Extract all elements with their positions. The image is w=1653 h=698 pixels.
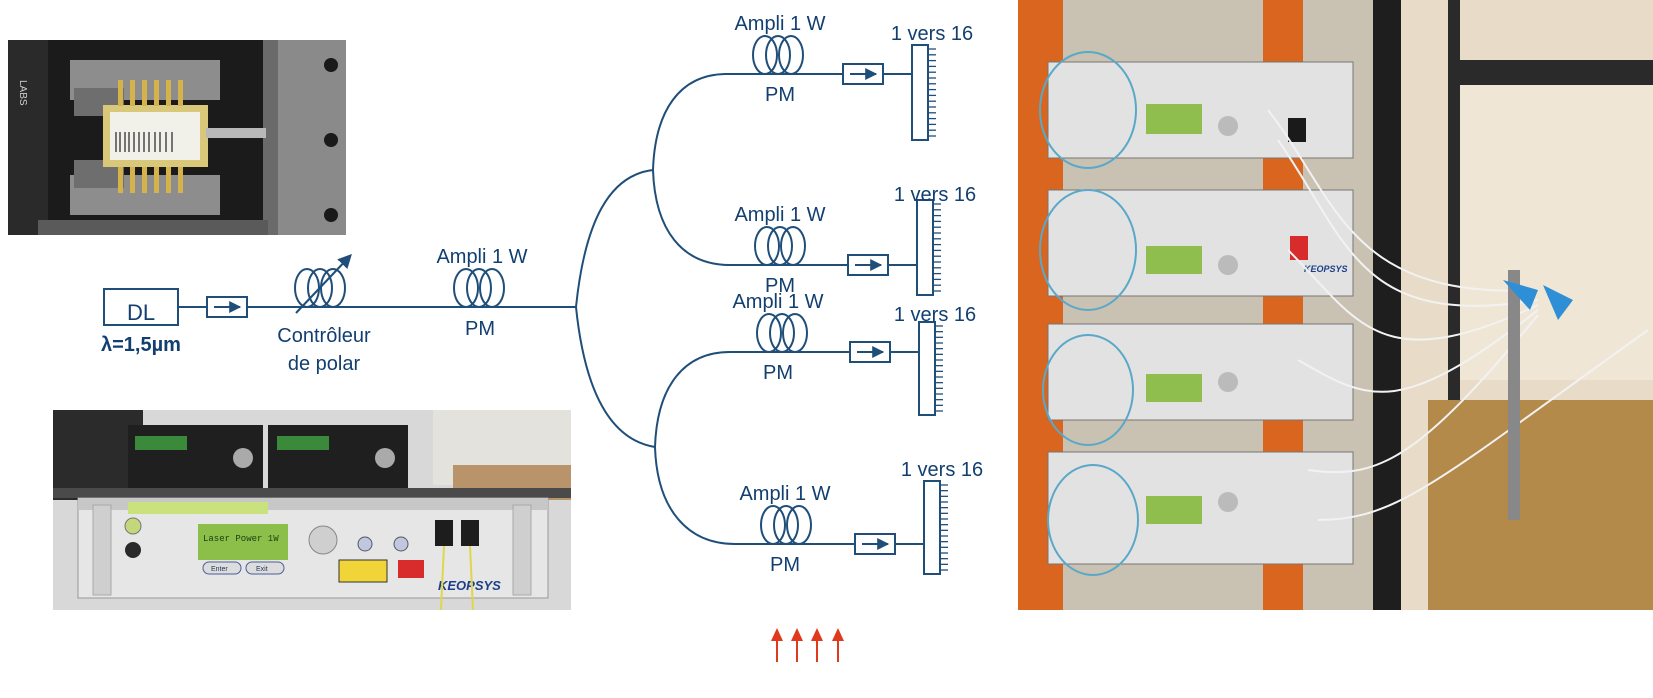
split-branch-1 — [653, 74, 725, 170]
branch-amp-label: Ampli 1 W — [734, 204, 825, 226]
amplifier-rack-photo: KEOPSYS — [1018, 0, 1653, 610]
branch-amp-label: Ampli 1 W — [739, 483, 830, 505]
main-amplifier: Ampli 1 W PM — [436, 246, 527, 340]
controller-label-line1: Contrôleur — [277, 325, 371, 347]
branch-amp-pm-label: PM — [765, 84, 795, 106]
branch-splitter-box — [919, 322, 935, 415]
split-branch-2 — [653, 170, 730, 265]
branch-splitter-label: 1 vers 16 — [894, 304, 976, 326]
controller-adjust-arrow — [296, 256, 350, 313]
branch-group: Ampli 1 W PM 1 vers 16 Ampli 1 W PM 1 vers 16… — [725, 13, 983, 576]
split-upper-arm — [576, 170, 653, 307]
branch-splitter-box — [924, 481, 940, 574]
branch-splitter-box — [912, 45, 928, 140]
optical-setup-diagram: DL λ=1,5µm Contrôleur de polar Ampli 1 W… — [0, 0, 1010, 698]
polarization-controller: Contrôleur de polar — [277, 256, 371, 375]
splitter-tree — [576, 74, 735, 544]
branch-amp-pm-label: PM — [770, 554, 800, 576]
branch-1: Ampli 1 W PM 1 vers 16 — [725, 13, 973, 140]
main-amp-pm-label: PM — [465, 318, 495, 340]
red-up-arrow — [771, 628, 783, 662]
main-amp-label: Ampli 1 W — [436, 246, 527, 268]
split-branch-4 — [655, 447, 735, 544]
red-up-arrow — [811, 628, 823, 662]
amplifier-rack-image: KEOPSYS — [1018, 0, 1653, 610]
split-lower-arm — [576, 307, 655, 447]
branch-splitter-label: 1 vers 16 — [901, 459, 983, 481]
wavelength-label: λ=1,5µm — [101, 334, 181, 356]
laser-source-label: DL — [127, 300, 155, 325]
branch-3: Ampli 1 W PM 1 vers 16 — [730, 291, 976, 415]
output-arrows — [771, 628, 844, 662]
branch-amp-pm-label: PM — [763, 362, 793, 384]
red-up-arrow — [791, 628, 803, 662]
split-branch-3 — [655, 352, 730, 447]
controller-label-line2: de polar — [288, 353, 361, 375]
branch-4: Ampli 1 W PM 1 vers 16 — [735, 459, 983, 576]
branch-splitter-box — [917, 200, 933, 295]
branch-splitter-label: 1 vers 16 — [891, 23, 973, 45]
isolator-main — [207, 297, 247, 317]
branch-splitter-label: 1 vers 16 — [894, 184, 976, 206]
branch-amp-label: Ampli 1 W — [732, 291, 823, 313]
laser-source: DL λ=1,5µm — [101, 289, 181, 356]
red-up-arrow — [832, 628, 844, 662]
branch-amp-label: Ampli 1 W — [734, 13, 825, 35]
